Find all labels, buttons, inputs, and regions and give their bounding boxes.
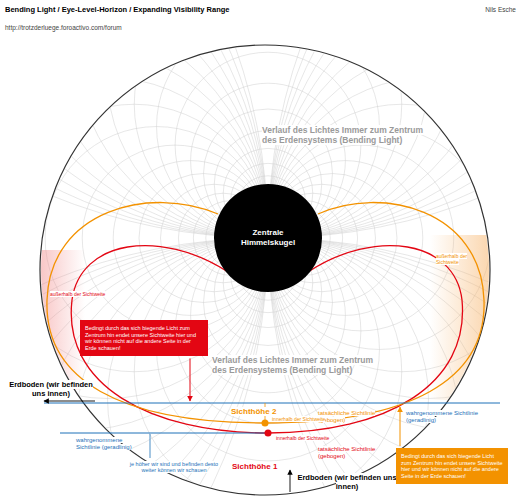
label-text: Erdboden (wir befinden uns innen) (9, 380, 93, 398)
label-text: tatsächliche Sichtlinie (gebogen) (318, 446, 375, 459)
label-text: wahrgenommene Sichtlinie (geradlinig) (406, 410, 478, 423)
eye-point-1 (265, 430, 272, 437)
label: Erdboden (wir befinden uns innen) (5, 381, 97, 398)
label-text: innerhalb der Sichtweite (272, 416, 325, 422)
label: innerhalb der Sichtweite (276, 436, 336, 442)
leader-line (150, 434, 151, 458)
node-text: Bedingt durch das sich biegende Licht zu… (85, 325, 203, 351)
label: Verlauf des Lichtes Immer zum Zentrum de… (212, 356, 390, 376)
callout-box: Bedingt durch das sich biegende Licht zu… (396, 448, 508, 484)
label-text: Sichthöhe 2 (231, 407, 276, 416)
label-text: tatsächliche Sichtlinie (gebogen) (318, 410, 375, 423)
label: je höher wir sind und befinden desto wei… (128, 461, 220, 474)
eye-point-2 (262, 420, 269, 427)
node-text: Bedingt durch das sich biegende Licht zu… (401, 453, 503, 479)
pointer-arrow (190, 358, 191, 401)
label-text: je höher wir sind und befinden desto wei… (130, 461, 218, 473)
label: innerhalb der Sichtweite (272, 417, 332, 423)
label: Sichthöhe 2 (231, 407, 291, 416)
label: außerhalb der Sichtweite (50, 292, 110, 298)
pointer-arrow (290, 470, 291, 492)
label-text: innerhalb der Sichtweite (276, 435, 329, 441)
label: tatsächliche Sichtlinie (gebogen) (318, 446, 390, 460)
label: Erdboden (wir befinden uns innen) (297, 474, 397, 491)
earth-outline (40, 45, 490, 495)
sphere-fill (214, 184, 322, 292)
callout-box: Bedingt durch das sich biegende Licht zu… (80, 320, 208, 356)
label: Nils Esche (440, 6, 516, 13)
label: Verlauf des Lichtes Immer zum Zentrum de… (262, 126, 432, 146)
label-text: Verlauf des Lichtes Immer zum Zentrum de… (262, 125, 423, 145)
label-text: außerhalb der Sichtweite (50, 291, 105, 297)
label-text: http://trotzderluege.foroactivo.com/foru… (5, 24, 122, 31)
pointer-arrow (44, 401, 95, 402)
label: wahrgenommene Sichtlinie (geradlinig) (406, 410, 486, 424)
label: http://trotzderluege.foroactivo.com/foru… (5, 24, 205, 31)
label: außerhalb der Sichtweite (436, 254, 488, 266)
pointer-arrow (400, 407, 401, 446)
label-text: wahrgenommene Sichtlinie (geradlinig) (76, 437, 132, 450)
straight-sightline (60, 433, 268, 434)
label: tatsächliche Sichtlinie (gebogen) (318, 410, 390, 424)
title: Bending Light / Eye-Level-Horizon / Expa… (5, 6, 345, 15)
label-text: außerhalb der Sichtweite (436, 253, 467, 265)
node-text: Zentrale Himmelskugel (227, 228, 309, 247)
sphere-node: Zentrale Himmelskugel (213, 183, 323, 293)
label-text: Nils Esche (485, 6, 516, 13)
label: Sichthöhe 1 (232, 462, 292, 471)
label: wahrgenommene Sichtlinie (geradlinig) (76, 437, 146, 451)
straight-sightline (44, 403, 500, 404)
label-text: Erdboden (wir befinden uns innen) (297, 473, 396, 491)
title-text: Bending Light / Eye-Level-Horizon / Expa… (5, 5, 229, 14)
label-text: Verlauf des Lichtes Immer zum Zentrum de… (212, 355, 373, 375)
label-text: Sichthöhe 1 (232, 462, 277, 471)
